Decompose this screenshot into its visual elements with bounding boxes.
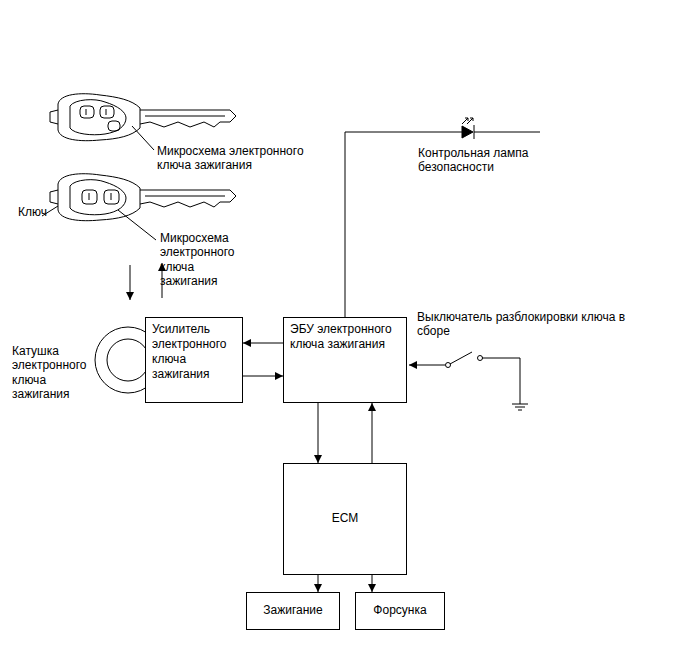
- leader-line: [118, 210, 156, 240]
- key-three-button: [50, 94, 236, 141]
- amplifier-box: Усилитель электронного ключа зажигания: [145, 317, 243, 403]
- signal-connector: [372, 575, 373, 592]
- part-label: Выключатель разблокировки ключа в сборе: [417, 310, 653, 339]
- wire: [409, 365, 445, 366]
- leader-line: [132, 126, 154, 150]
- box-text: ЭБУ электронного ключа зажигания: [290, 322, 400, 352]
- part-label: Ключ: [18, 205, 58, 219]
- signal-connector: [372, 403, 373, 463]
- ecm-box: ECM: [283, 463, 407, 575]
- output-box: Форсунка: [355, 592, 445, 630]
- ecu-box: ЭБУ электронного ключа зажигания: [283, 317, 407, 403]
- signal-connector: [243, 376, 283, 377]
- signal-connector: [243, 343, 283, 344]
- signal-connector: [318, 403, 319, 463]
- switch-symbol: [446, 352, 483, 368]
- led-symbol: [462, 118, 474, 139]
- key-two-button: [50, 174, 236, 221]
- box-text: ECM: [290, 511, 400, 526]
- signal-connector: [318, 575, 319, 592]
- box-text: Форсунка: [362, 603, 438, 618]
- box-text: Зажигание: [253, 603, 333, 618]
- wire: [482, 358, 520, 404]
- signal-arrow: [130, 265, 131, 300]
- part-label: Микросхема электронного ключа зажигания: [160, 231, 250, 289]
- coil-symbol: [107, 339, 149, 381]
- box-text: Усилитель электронного ключа зажигания: [152, 322, 236, 382]
- ground-symbol: [512, 404, 528, 410]
- part-label: Катушка электронного ключа зажигания: [12, 344, 100, 402]
- output-box: Зажигание: [246, 592, 340, 630]
- wire: [474, 132, 540, 133]
- part-label: Контрольная лампа безопасности: [418, 146, 548, 175]
- part-label: Микросхема электронного ключа зажигания: [157, 144, 335, 173]
